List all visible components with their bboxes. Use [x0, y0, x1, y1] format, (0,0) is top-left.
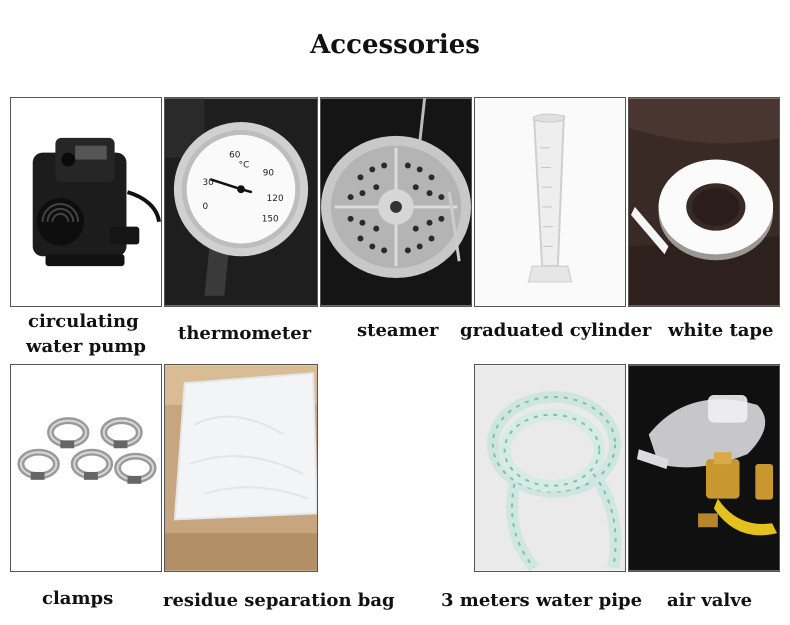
water-pipe-coil-icon [475, 365, 625, 571]
valve-photo [628, 364, 780, 572]
dial-tick-120: 120 [267, 194, 284, 204]
pump-photo [10, 97, 162, 307]
label-3-meters-water-pipe: 3 meters water pipe [441, 590, 643, 611]
label-circulating-water-pump-line2: water pump [26, 336, 146, 357]
white-tape-icon [629, 98, 779, 306]
dial-unit: °C [239, 160, 250, 170]
steamer-photo [320, 97, 472, 307]
label-steamer: steamer [357, 320, 439, 341]
bag-photo [164, 364, 318, 572]
tape-photo [628, 97, 780, 307]
thermometer-photo: °C 0 30 60 90 120 150 [164, 97, 318, 307]
steamer-tray-icon [321, 98, 471, 306]
cylinder-photo [474, 97, 626, 307]
label-circulating-water-pump-line1: circulating [28, 311, 139, 332]
label-white-tape: white tape [668, 320, 774, 341]
hose-clamps-icon [11, 365, 161, 571]
dial-tick-90: 90 [263, 168, 275, 178]
dial-tick-30: 30 [203, 178, 215, 188]
label-air-valve: air valve [667, 590, 753, 611]
dial-tick-60: 60 [229, 151, 241, 161]
dial-tick-150: 150 [262, 215, 279, 225]
air-valve-icon [629, 365, 779, 571]
clamps-photo [10, 364, 162, 572]
label-thermometer: thermometer [178, 323, 312, 344]
graduated-cylinder-icon [475, 98, 625, 306]
label-graduated-cylinder: graduated cylinder [460, 320, 652, 341]
label-clamps: clamps [42, 588, 114, 609]
dial-tick-0: 0 [203, 202, 209, 212]
page-title: Accessories [310, 30, 480, 60]
label-residue-separation-bag: residue separation bag [163, 590, 395, 611]
mesh-bag-icon [165, 365, 317, 571]
pipe-photo [474, 364, 626, 572]
thermometer-dial-icon: °C 0 30 60 90 120 150 [165, 98, 317, 306]
water-pump-icon [11, 98, 161, 306]
